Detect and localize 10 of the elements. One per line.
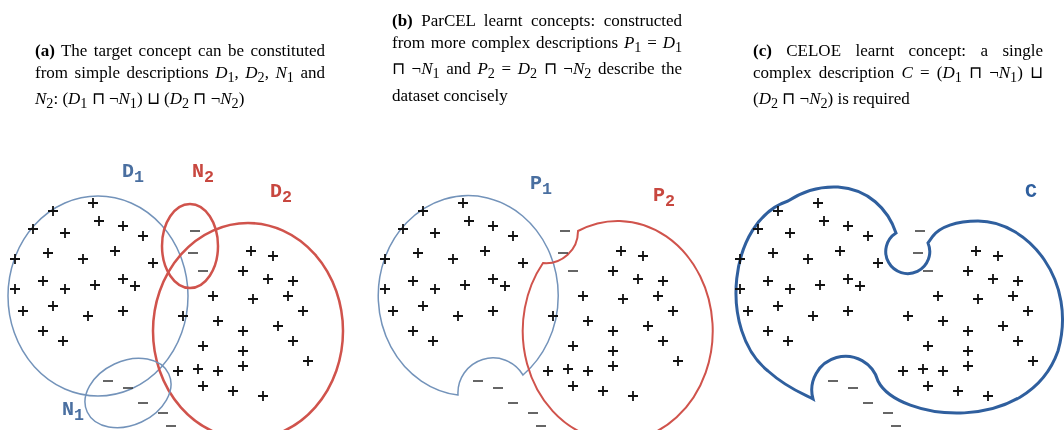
- caption-text: (a) The target concept can be constituted from simple descriptions D$_{1}$, D$_{2}$, N$_{1}$ and N$_{2}$: (D$_{1}$ ⊓ ¬N$_{1}$) ⊔ (D$_{2}$ ⊓ ¬N$_{2}$): [35, 40, 325, 114]
- set-label: N$_{1}$: [62, 398, 84, 425]
- caption-text: (c) CELOE learnt concept: a single complex description C = (D$_{1}$ ⊓ ¬N$_{1}$) ⊔ (D$_{2}$ ⊓ ¬N$_{2}$) is required: [753, 40, 1043, 114]
- set-label: D$_{1}$: [122, 160, 144, 187]
- caption-text: (b) ParCEL learnt concepts: constructed from more complex descriptions P$_{1}$ = D$_{1}$ ⊓ ¬N$_{1}$ and P$_{2}$ = D$_{2}$ ⊓ ¬N$_{2}$ describe the dataset concisely: [392, 10, 682, 107]
- set-label: N$_{2}$: [192, 160, 214, 187]
- set-label: P$_{1}$: [530, 172, 552, 199]
- set-label: D$_{2}$: [270, 180, 292, 207]
- set-label: C: [1025, 180, 1037, 203]
- set-label: P$_{2}$: [653, 184, 675, 211]
